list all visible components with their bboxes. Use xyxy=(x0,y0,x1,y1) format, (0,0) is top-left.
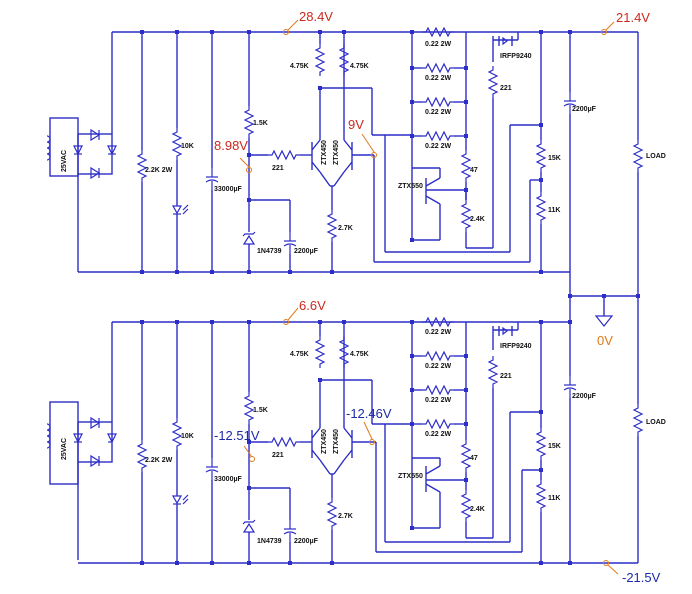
r24-label-bottom: 2.4K xyxy=(470,506,485,513)
ref-cap-label-bottom: 2200µF xyxy=(294,538,319,545)
r15-label-top: 15K xyxy=(548,155,561,162)
gate-resistor-label-top: 221 xyxy=(500,85,512,92)
led-resistor-label-bottom: 10K xyxy=(181,433,194,440)
load-label-bottom: LOAD xyxy=(646,419,666,426)
ref-cap-label-top: 2200µF xyxy=(294,248,319,255)
driver-transistor-bottom xyxy=(412,457,466,529)
bleeder-label-top: 2.2K 2W xyxy=(145,167,173,174)
shunt-label-top-4: 0.22 2W xyxy=(425,143,451,150)
voltage-bottom-rail: 6.6V xyxy=(299,298,326,313)
ground-node xyxy=(568,294,640,327)
voltage-top-output: 21.4V xyxy=(616,10,650,25)
load-label-top: LOAD xyxy=(646,153,666,160)
bridge-rectifier-top xyxy=(73,32,117,272)
shunt-bank-bottom xyxy=(411,317,467,528)
out-cap-label-top: 2200µF xyxy=(572,106,597,113)
r47-label-top: 47 xyxy=(470,167,478,174)
led-resistor-label-top: 10K xyxy=(181,143,194,150)
r11-label-top: 11K xyxy=(548,207,560,214)
pair-label-top-a: ZTX450 xyxy=(321,140,328,165)
base-resistor-label-top: 221 xyxy=(272,165,284,172)
transformer-label-bottom: 25VAC xyxy=(61,438,68,460)
zener-resistor-label-top: 1.5K xyxy=(253,120,268,127)
shunt-label-bottom-1: 0.22 2W xyxy=(425,329,451,336)
diff-pair-bottom xyxy=(311,322,353,475)
junctions-bottom xyxy=(140,320,572,565)
collector-label-bottom-b: 4.75K xyxy=(350,351,369,358)
zener-resistor-label-bottom: 1.5K xyxy=(253,407,268,414)
voltage-ground: 0V xyxy=(597,333,613,348)
collector-label-top-b: 4.75K xyxy=(350,63,369,70)
mosfet-label-top: IRFP9240 xyxy=(500,53,532,60)
main-cap-label-bottom: 33000µF xyxy=(214,476,242,483)
bleeder-label-bottom: 2.2K 2W xyxy=(145,457,173,464)
voltage-bottom-sense: -12.46V xyxy=(346,406,392,421)
zener-label-bottom: 1N4739 xyxy=(257,538,282,545)
shunt-label-top-3: 0.22 2W xyxy=(425,109,451,116)
shunt-label-bottom-3: 0.22 2W xyxy=(425,397,451,404)
mosfet-bottom xyxy=(492,322,519,350)
zener-label-top: 1N4739 xyxy=(257,248,282,255)
r24-label-top: 2.4K xyxy=(470,216,485,223)
mosfet-label-bottom: IRFP9240 xyxy=(500,343,532,350)
r15-label-bottom: 15K xyxy=(548,443,561,450)
base-resistor-label-bottom: 221 xyxy=(272,452,284,459)
pair-label-bottom-b: ZTX450 xyxy=(333,429,340,454)
collector-label-top-a: 4.75K xyxy=(290,63,309,70)
negative-regulator: 25VAC 2.2K 2W 10K 33000µF xyxy=(46,296,666,565)
voltage-bottom-ref: -12.51V xyxy=(214,428,260,443)
voltage-annotations: 28.4V 21.4V 8.98V 9V 6.6V 0V -12.51V -12… xyxy=(214,9,661,585)
voltage-bottom-output: -21.5V xyxy=(622,570,661,585)
collector-label-bottom-a: 4.75K xyxy=(290,351,309,358)
gate-resistor-label-bottom: 221 xyxy=(500,373,512,380)
tail-label-top: 2.7K xyxy=(338,225,353,232)
out-cap-label-bottom: 2200µF xyxy=(572,393,597,400)
voltage-top-sense: 9V xyxy=(348,117,364,132)
r11-label-bottom: 11K xyxy=(548,495,560,502)
shunt-bank-top xyxy=(411,27,467,240)
r47-label-bottom: 47 xyxy=(470,455,478,462)
shunt-label-top-1: 0.22 2W xyxy=(425,41,451,48)
shunt-label-bottom-2: 0.22 2W xyxy=(425,363,451,370)
voltage-top-rail: 28.4V xyxy=(299,9,333,24)
shunt-label-top-2: 0.22 2W xyxy=(425,75,451,82)
pair-label-top-b: ZTX450 xyxy=(333,140,340,165)
shunt-label-bottom-4: 0.22 2W xyxy=(425,431,451,438)
bridge-rectifier-bottom xyxy=(73,322,117,560)
driver-transistor-top xyxy=(412,167,466,241)
driver-label-top: ZTX550 xyxy=(398,183,423,190)
tail-label-bottom: 2.7K xyxy=(338,513,353,520)
junctions-top xyxy=(140,30,572,274)
positive-regulator: 25VAC 2.2K 2W 10K 33000µF xyxy=(46,27,666,296)
voltage-top-ref: 8.98V xyxy=(214,138,248,153)
main-cap-label-top: 33000µF xyxy=(214,186,242,193)
pair-label-bottom-a: ZTX450 xyxy=(321,429,328,454)
transformer-label-top: 25VAC xyxy=(61,150,68,172)
diff-pair-top xyxy=(311,32,353,187)
driver-label-bottom: ZTX550 xyxy=(398,473,423,480)
mosfet-top xyxy=(492,32,519,62)
